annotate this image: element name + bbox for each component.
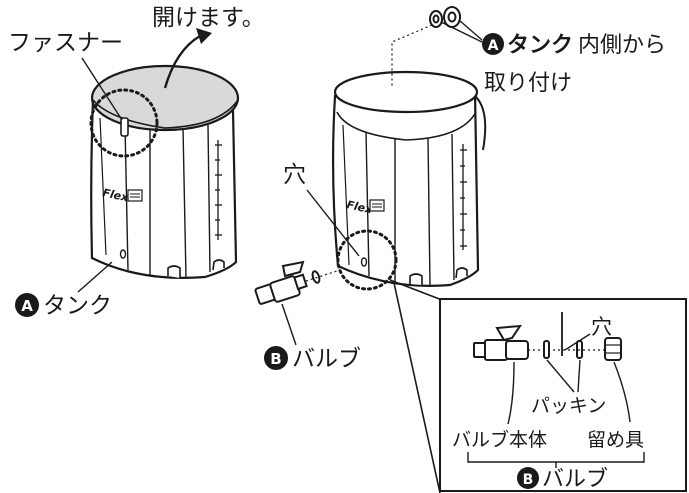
brand-right: Flex — [345, 198, 374, 216]
inset-valve-name: バルブ — [542, 467, 608, 492]
fastener-leader — [81, 57, 123, 121]
inset-connector-2 — [393, 282, 441, 493]
tank-a-leader — [77, 261, 113, 293]
left-tank — [89, 64, 240, 279]
tank-a-label: A タンク — [15, 293, 112, 319]
left-tank-logo: Flex — [101, 186, 143, 204]
attach-bold: タンク — [507, 33, 573, 58]
opens-label: 開けます。 — [152, 5, 265, 31]
valve-leader — [281, 303, 297, 346]
inset-valve-badge: B — [523, 472, 534, 488]
inset-connector-1 — [389, 279, 443, 301]
hole-label: 穴 — [283, 162, 306, 188]
open-arrow-head — [196, 28, 212, 44]
tank-a-name: タンク — [43, 293, 112, 319]
attach-badge: A — [488, 38, 499, 54]
hole-leader — [306, 189, 360, 257]
brand-left: Flex — [101, 186, 130, 204]
inset-fastener-part: 留め具 — [587, 429, 644, 451]
inset-valve-label: B バルブ — [517, 467, 608, 492]
inset-hole: 穴 — [591, 315, 612, 339]
right-tank — [331, 70, 487, 291]
valve-b-badge: B — [270, 350, 281, 368]
inset-valve-body: バルブ本体 — [452, 428, 547, 451]
nut-leader-2 — [458, 19, 483, 41]
attach-rest: 内側から — [578, 33, 666, 58]
valve-b-name: バルブ — [292, 346, 361, 372]
attach-line2: 取り付け — [484, 71, 572, 96]
inset-packing: パッキン — [531, 395, 606, 417]
attach-instruction: A タンク 内側から 取り付け — [482, 33, 666, 96]
tank-a-badge: A — [21, 297, 33, 315]
nut-leader-1 — [440, 21, 483, 43]
open-arrow — [163, 34, 201, 89]
right-tank-logo: Flex — [345, 198, 385, 216]
valve-b-label: B バルブ — [264, 346, 361, 372]
valve-detail-inset — [439, 298, 687, 492]
valve-drawing — [254, 260, 341, 305]
fastener-label: ファスナー — [8, 30, 123, 56]
